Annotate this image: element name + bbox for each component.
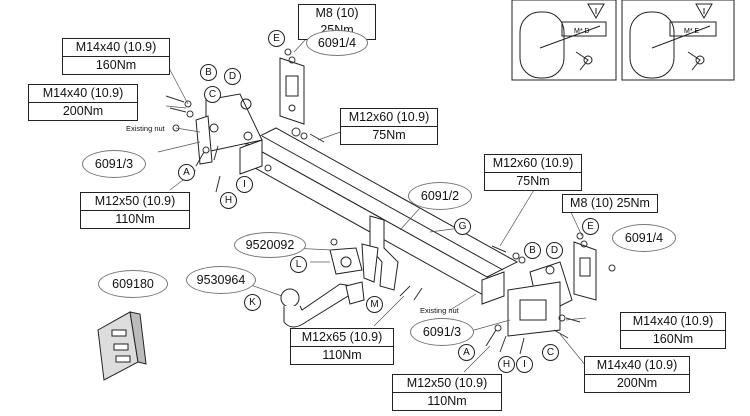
callout-letter: I [516, 356, 533, 373]
spec-line: M8 (10) 25Nm [570, 196, 650, 210]
spec-m14-160-right: M14x40 (10.9) 160Nm [620, 312, 726, 349]
spec-m12-50-left: M12x50 (10.9) 110Nm [80, 192, 190, 229]
existing-nut-note: Existing nut [126, 124, 165, 133]
spec-line: M12x50 (10.9) [81, 193, 189, 211]
spec-m14-200-right: M14x40 (10.9) 200Nm [584, 356, 690, 393]
callout-letter: A [178, 164, 195, 181]
callout-letter: M [366, 296, 383, 313]
spec-m12-50-bottom: M12x50 (10.9) 110Nm [392, 374, 502, 411]
spec-line: M14x40 (10.9) [585, 357, 689, 375]
callout-letter: D [546, 242, 563, 259]
callout-letter: K [244, 294, 261, 311]
spec-line: 160Nm [95, 58, 137, 72]
callout-letter: D [224, 68, 241, 85]
callout-letter: L [290, 256, 307, 273]
inspection-panel-right [621, 0, 735, 81]
callout-letter: H [498, 356, 515, 373]
callout-letter: B [200, 64, 217, 81]
part-label: 6091/3 [82, 150, 146, 178]
spec-line: M14x40 (10.9) [621, 313, 725, 331]
spec-line: 75Nm [372, 128, 406, 142]
callout-letter: B [524, 242, 541, 259]
part-label: 6091/3 [410, 318, 474, 346]
callout-letter: G [454, 218, 471, 235]
spec-line: 110Nm [322, 348, 362, 362]
spec-line: M12x65 (10.9) [291, 329, 393, 347]
callout-letter: I [236, 176, 253, 193]
part-label: 6091/4 [612, 224, 676, 252]
spec-m12-60-right: M12x60 (10.9) 75Nm [484, 154, 582, 191]
spec-m12-60-mid: M12x60 (10.9) 75Nm [340, 108, 438, 145]
callout-letter: C [204, 86, 221, 103]
callout-letter: E [268, 30, 285, 47]
spec-m14-200-left: M14x40 (10.9) 200Nm [28, 84, 138, 121]
spec-line: 200Nm [62, 104, 104, 118]
spec-m8-right: M8 (10) 25Nm [562, 194, 658, 213]
spec-line: 160Nm [652, 332, 694, 346]
spec-line: 110Nm [115, 212, 155, 226]
callout-letter: E [582, 218, 599, 235]
spec-line: M12x50 (10.9) [393, 375, 501, 393]
part-label: 6091/4 [306, 30, 368, 56]
callout-letter: A [458, 344, 475, 361]
part-label: 609180 [98, 270, 168, 298]
right-bracket [507, 261, 573, 337]
spec-line: 75Nm [516, 174, 550, 188]
spec-line: 200Nm [616, 376, 658, 390]
spec-m12-65: M12x65 (10.9) 110Nm [290, 328, 394, 365]
spec-line: M14x40 (10.9) [29, 85, 137, 103]
center-support [361, 215, 399, 291]
spec-line: M12x60 (10.9) [485, 155, 581, 173]
part-label: 6091/2 [408, 182, 472, 210]
spec-line: M14x40 (10.9) [63, 39, 169, 57]
part-label: 9530964 [186, 266, 256, 294]
inspection-panel-left [511, 0, 617, 81]
fixings [165, 48, 616, 355]
top-plate [279, 57, 305, 125]
part-label: 9520092 [234, 232, 306, 258]
callout-letter: H [220, 192, 237, 209]
spec-m14-160-left: M14x40 (10.9) 160Nm [62, 38, 170, 75]
spec-line: M12x60 (10.9) [341, 109, 437, 127]
panel-code-right: M* E [684, 28, 700, 35]
panel-code-left: M* D [574, 28, 590, 35]
spec-line: 110Nm [427, 394, 467, 408]
electrical-kit-box [97, 311, 147, 381]
callout-letter: C [542, 344, 559, 361]
right-plate [573, 241, 597, 301]
main-crossbar [239, 127, 519, 305]
socket-plate [329, 247, 363, 275]
existing-nut-note: Existing nut [420, 306, 459, 315]
tow-ball [280, 281, 365, 328]
left-bracket [195, 93, 263, 165]
